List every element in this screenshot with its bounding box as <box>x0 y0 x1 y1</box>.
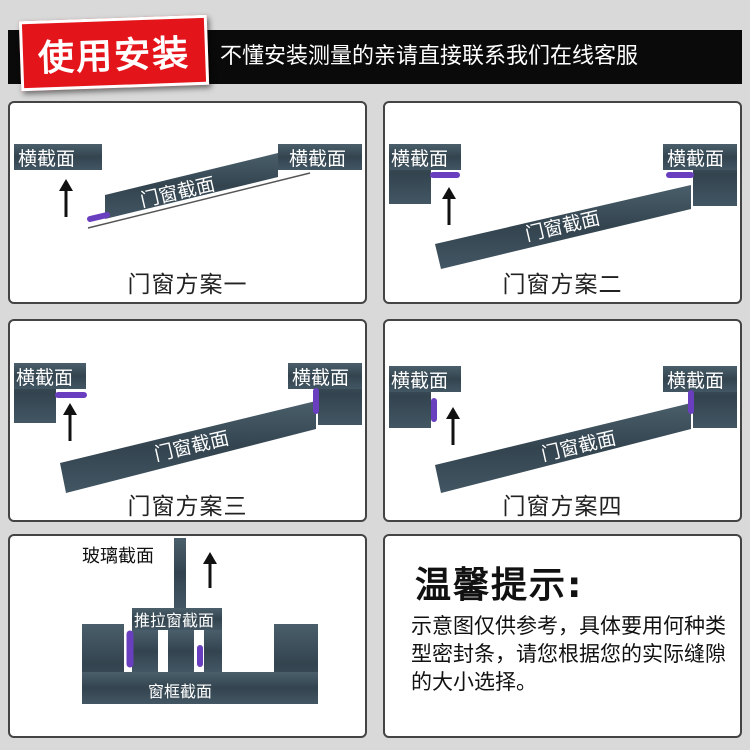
glass-section-label: 玻璃截面 <box>82 546 154 567</box>
frame-gap-right <box>222 636 274 672</box>
plan-2-panel: 横截面 横截面 门窗截面 门窗方案二 <box>383 101 742 304</box>
plan-2-diagram: 横截面 横截面 门窗截面 <box>389 144 737 269</box>
cross-section-right-label: 横截面 <box>667 370 724 392</box>
plan-4-diagram: 横截面 横截面 门窗截面 <box>389 366 737 493</box>
tip-body: 示意图仅供参考，具体要用何种类型密封条，请您根据您的实际缝隙的大小选择。 <box>411 614 726 694</box>
cross-section-left-label: 横截面 <box>16 367 73 389</box>
door-window-section <box>435 185 691 269</box>
glass-section <box>174 538 186 608</box>
window-frame-base <box>82 672 318 704</box>
sliding-window-left-leg <box>132 630 158 672</box>
cross-section-left-label: 横截面 <box>391 148 448 170</box>
cross-section-right-top <box>288 363 362 389</box>
plan-4-caption: 门窗方案四 <box>502 494 623 520</box>
arrow-up-icon-head <box>59 179 73 191</box>
sliding-window-diagram: 玻璃截面 推拉窗截面 窗框截面 <box>82 538 318 704</box>
plan-3-diagram: 横截面 横截面 门窗截面 <box>14 363 362 493</box>
plan-3-caption: 门窗方案三 <box>127 494 248 520</box>
plan-2-caption: 门窗方案二 <box>502 272 623 298</box>
arrow-up-icon-head <box>442 187 456 199</box>
tip-panel: 温馨提示: 示意图仅供参考，具体要用何种类型密封条，请您根据您的实际缝隙的大小选… <box>383 534 742 738</box>
cross-section-right-top <box>663 366 737 392</box>
plan-1-diagram: 横截面 横截面 门窗截面 <box>14 144 362 229</box>
tip-title: 温馨提示: <box>415 565 584 606</box>
arrow-up-icon-head <box>203 552 217 564</box>
cross-section-left-label: 横截面 <box>18 148 75 170</box>
cross-section-right-top <box>663 144 737 170</box>
arrow-up-icon-head <box>63 403 77 415</box>
sliding-window-top <box>132 608 222 630</box>
cross-section-left <box>14 144 102 170</box>
cross-section-right <box>278 144 362 170</box>
plan-4-panel: 横截面 横截面 门窗截面 门窗方案四 <box>383 319 742 522</box>
plan-1-panel: 横截面 横截面 门窗截面 门窗方案一 <box>8 101 367 304</box>
sliding-window-panel: 玻璃截面 推拉窗截面 窗框截面 <box>8 534 367 738</box>
window-frame-section-label: 窗框截面 <box>148 682 212 701</box>
cross-section-right-label: 横截面 <box>292 367 349 389</box>
seal-strip <box>87 212 110 222</box>
banner-text: 不懂安装测量的亲请直接联系我们在线客服 <box>220 44 639 69</box>
cross-section-left-top <box>389 366 461 392</box>
banner-tag: 使用安装 <box>18 14 210 92</box>
slope-line <box>87 172 311 229</box>
plan-1-caption: 门窗方案一 <box>127 272 248 298</box>
sliding-window-section-label: 推拉窗截面 <box>134 611 214 630</box>
door-window-section-label: 门窗截面 <box>523 207 602 246</box>
cross-section-left-label: 横截面 <box>391 370 448 392</box>
cross-section-left-top <box>389 144 461 170</box>
sliding-window-mid-leg <box>168 630 194 672</box>
door-window-section <box>435 403 691 493</box>
sliding-window-right-leg <box>204 630 222 672</box>
cross-section-right-label: 横截面 <box>667 148 724 170</box>
door-window-section <box>105 153 278 219</box>
cross-section-right-label: 横截面 <box>289 148 346 170</box>
cross-section-left-top <box>14 363 86 389</box>
arrow-up-icon-head <box>446 407 460 419</box>
door-window-section <box>60 401 316 493</box>
plan-3-panel: 横截面 横截面 门窗截面 门窗方案三 <box>8 319 367 522</box>
